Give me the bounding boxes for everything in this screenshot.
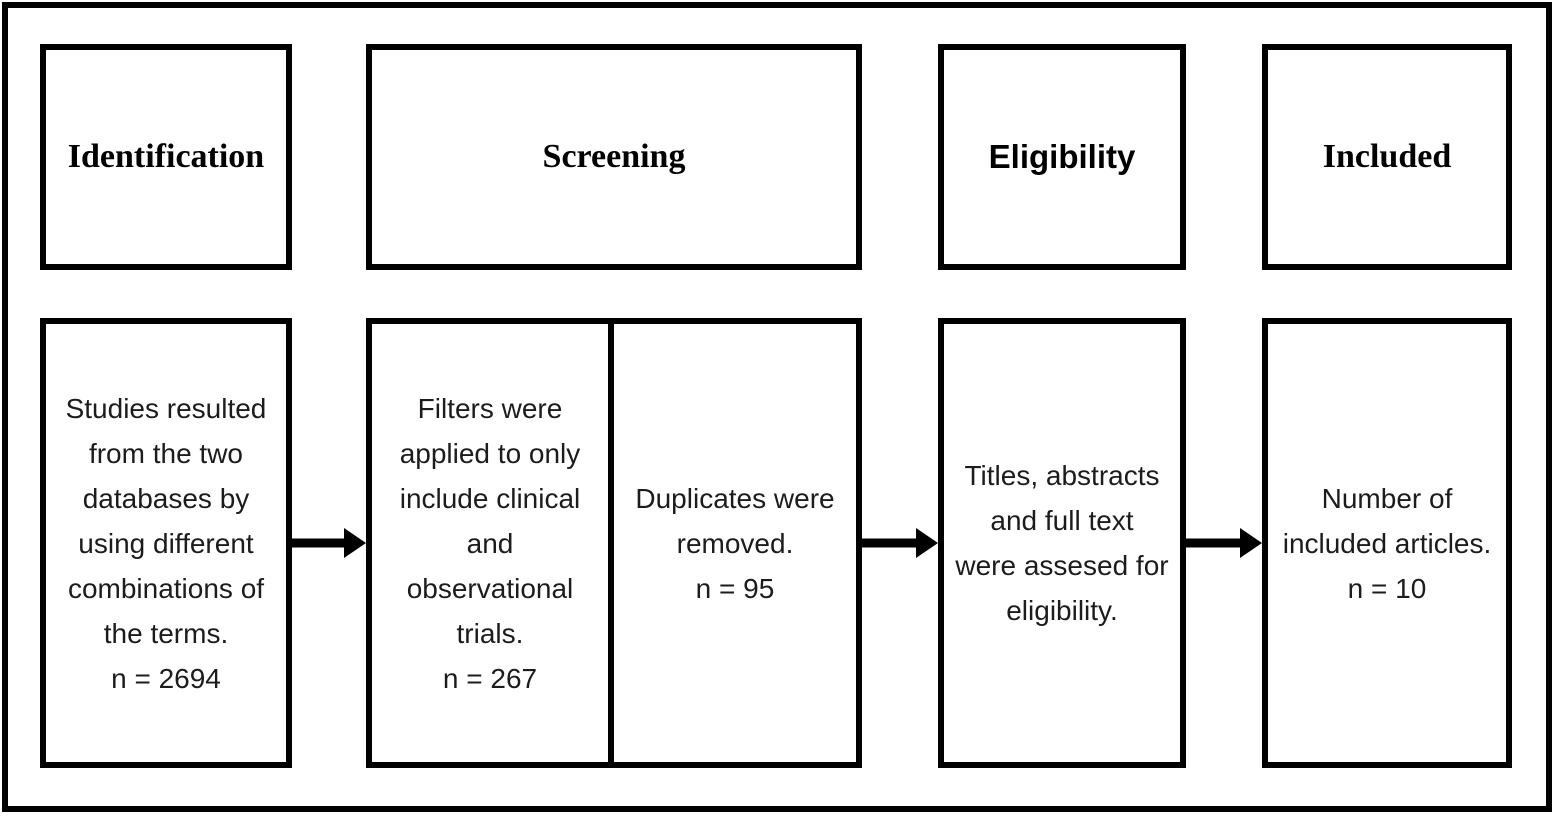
box-identification-studies-text: Studies resulted from the two databases … <box>65 392 267 694</box>
right-arrow-icon <box>1186 528 1262 558</box>
box-screening-filters: Filters were applied to only include cli… <box>366 318 614 768</box>
flow-arrow-eligibility-to-included <box>1186 523 1262 563</box>
box-eligibility-assessment-text: Titles, abstracts and full text were ass… <box>955 460 1169 626</box>
right-arrow-icon <box>292 528 366 558</box>
stage-header-included-label: Included <box>1322 138 1452 175</box>
stage-header-screening-label: Screening <box>542 138 686 175</box>
stage-header-identification-label: Identification <box>67 138 265 175</box>
stage-header-included: Included <box>1262 44 1512 270</box>
box-screening-group: Filters were applied to only include cli… <box>366 318 862 768</box>
box-included-articles: Number of included articles. n = 10 <box>1262 318 1512 768</box>
box-screening-duplicates: Duplicates were removed. n = 95 <box>614 318 862 768</box>
stage-header-identification: Identification <box>40 44 292 270</box>
box-screening-filters-text: Filters were applied to only include cli… <box>399 392 581 694</box>
box-eligibility-assessment: Titles, abstracts and full text were ass… <box>938 318 1186 768</box>
right-arrow-icon <box>862 528 938 558</box>
flow-arrow-screening-to-eligibility <box>862 523 938 563</box>
stage-header-eligibility-label: Eligibility <box>988 138 1136 175</box>
flow-arrow-identification-to-screening <box>292 523 366 563</box>
box-screening-duplicates-text: Duplicates were removed. n = 95 <box>635 482 835 604</box>
stage-header-eligibility: Eligibility <box>938 44 1186 270</box>
stage-header-screening: Screening <box>366 44 862 270</box>
box-included-articles-text: Number of included articles. n = 10 <box>1282 482 1492 604</box>
box-identification-studies: Studies resulted from the two databases … <box>40 318 292 768</box>
